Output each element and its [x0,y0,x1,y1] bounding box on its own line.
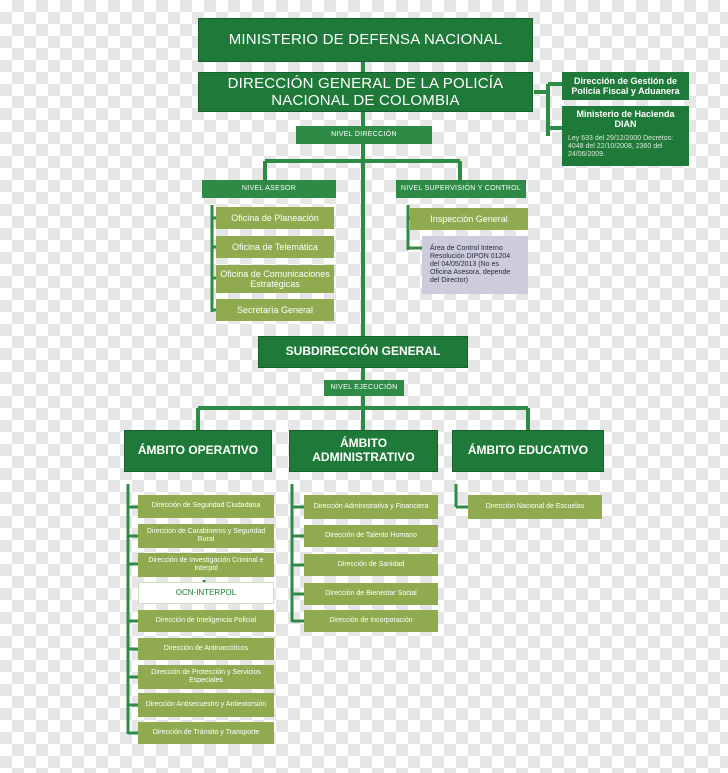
operativo-item: Dirección de Tránsito y Transporte [138,722,274,744]
ley-note-box: Ley 633 del 29/12/2000 Decretos: 4048 de… [562,132,689,166]
operativo-item: Dirección de Carabineros y Seguridad Rur… [138,524,274,548]
administrativo-item: Dirección Administrativa y Financiera [304,495,438,519]
administrativo-item: Dirección de Bienestar Social [304,583,438,605]
ambito-operativo-box: ÁMBITO OPERATIVO [124,430,272,472]
control-interno-note: Área de Control Interno Resolución DIPON… [422,236,528,294]
operativo-item-label: Dirección Antisecuestro y Antiextorsión [145,700,267,708]
operativo-item-label: OCN-INTERPOL [175,588,237,598]
ocn-interpol-box: OCN-INTERPOL [138,582,274,604]
ambito-educativo-label: ÁMBITO EDUCATIVO [467,443,589,458]
direccion-general-box: DIRECCIÓN GENERAL DE LA POLICÍA NACIONAL… [198,72,533,112]
operativo-item-label: Dirección de Protección y Servicios Espe… [151,668,261,684]
inspeccion-general-label: Inspección General [430,213,508,224]
direccion-general-label: DIRECCIÓN GENERAL DE LA POLICÍA NACIONAL… [227,74,504,109]
administrativo-item-label: Dirección de Bienestar Social [325,589,417,597]
operativo-item: Dirección de Protección y Servicios Espe… [138,665,274,689]
ambito-educativo-box: ÁMBITO EDUCATIVO [452,430,604,472]
administrativo-item: Dirección de Talento Humano [304,525,438,547]
nivel-supervision-label: NIVEL SUPERVISIÓN Y CONTROL [400,184,522,192]
asesor-item-label: Secretaría General [236,304,314,315]
administrativo-item: Dirección de Incorporación [304,610,438,632]
administrativo-item-label: Dirección de Incorporación [329,616,413,624]
nivel-direccion-label: NIVEL DIRECCIÓN [331,130,397,138]
educativo-item-label: Dirección Nacional de Escuelas [485,502,585,510]
inspeccion-general-box: Inspección General [410,208,528,230]
ambito-operativo-label: ÁMBITO OPERATIVO [137,443,259,458]
gestion-fiscal-label: Dirección de Gestión de Policía Fiscal y… [571,75,680,96]
nivel-asesor-tag: NIVEL ASESOR [202,180,336,198]
ambito-administrativo-box: ÁMBITO ADMINISTRATIVO [289,430,438,472]
ministerio-label: MINISTERIO DE DEFENSA NACIONAL [228,31,503,49]
operativo-item-label: Dirección de Carabineros y Seguridad Rur… [146,527,266,543]
gestion-fiscal-box: Dirección de Gestión de Policía Fiscal y… [562,72,689,100]
hacienda-box: Ministerio de Hacienda DIAN [562,106,689,132]
ministerio-box: MINISTERIO DE DEFENSA NACIONAL [198,18,533,62]
operativo-item: Dirección de Antinarcóticos [138,638,274,660]
asesor-item: Oficina de Telemática [216,236,334,258]
administrativo-item-label: Dirección de Sanidad [337,560,405,568]
administrativo-item-label: Dirección Administrativa y Financiera [313,502,429,510]
subdireccion-label: SUBDIRECCIÓN GENERAL [285,344,441,359]
administrativo-item-label: Dirección de Talento Humano [325,531,417,539]
operativo-item: Dirección de Inteligencia Policial [138,610,274,632]
asesor-item: Oficina de Planeación [216,207,334,229]
nivel-asesor-label: NIVEL ASESOR [241,184,297,192]
operativo-item: Dirección Antisecuestro y Antiextorsión [138,693,274,717]
operativo-item-label: Dirección de Seguridad Ciudadana [151,502,261,510]
operativo-item: Dirección de Investigación Criminal e In… [138,553,274,577]
ambito-administrativo-label: ÁMBITO ADMINISTRATIVO [312,436,415,464]
asesor-item: Secretaría General [216,299,334,321]
operativo-item: Dirección de Seguridad Ciudadana [138,495,274,518]
operativo-item-label: Dirección de Tránsito y Transporte [152,728,260,736]
nivel-ejecucion-label: NIVEL EJECUCIÓN [330,383,398,391]
administrativo-item: Dirección de Sanidad [304,554,438,576]
ley-note-label: Ley 633 del 29/12/2000 Decretos: 4048 de… [568,135,674,159]
asesor-item-label: Oficina de Planeación [231,212,319,223]
operativo-item-label: Dirección de Antinarcóticos [163,644,249,652]
hacienda-label: Ministerio de Hacienda DIAN [576,108,675,129]
control-interno-label: Área de Control Interno Resolución DIPON… [430,244,511,285]
nivel-ejecucion-tag: NIVEL EJECUCIÓN [324,380,404,396]
asesor-item-label: Oficina de Telemática [232,241,318,252]
educativo-item: Dirección Nacional de Escuelas [468,495,602,519]
asesor-item-label: Oficina de Comunicaciones Estratégicas [220,268,330,289]
subdireccion-box: SUBDIRECCIÓN GENERAL [258,336,468,368]
nivel-supervision-tag: NIVEL SUPERVISIÓN Y CONTROL [396,180,526,198]
operativo-item-label: Dirección de Investigación Criminal e In… [148,556,264,572]
nivel-direccion-tag: NIVEL DIRECCIÓN [296,126,432,144]
operativo-item-label: Dirección de Inteligencia Policial [155,616,257,624]
asesor-item: Oficina de Comunicaciones Estratégicas [216,265,334,293]
